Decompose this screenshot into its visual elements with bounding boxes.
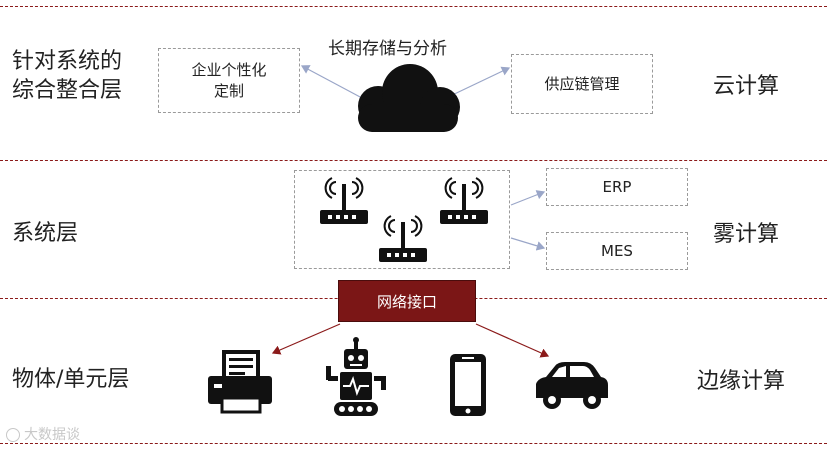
layer-label-object: 物体/单元层	[12, 367, 130, 392]
compute-label-cloud: 云计算	[713, 74, 780, 99]
router-icon	[440, 177, 488, 224]
compute-label-fog: 雾计算	[713, 222, 780, 247]
top-divider	[0, 6, 827, 7]
cloud-title: 长期存储与分析	[328, 39, 447, 59]
watermark: 大数据谈	[6, 424, 80, 444]
mes-box-label: MES	[601, 241, 633, 260]
arrow-gateway-to-mes	[510, 237, 546, 251]
arrow-interface-to-car	[475, 323, 550, 358]
custom-box-label: 企业个性化 定制	[191, 61, 267, 100]
network-interface-box: 网络接口	[338, 280, 476, 322]
erp-box-label: ERP	[602, 177, 632, 196]
cloud-icon	[358, 64, 460, 132]
mes-box: MES	[546, 232, 688, 270]
layer-label-system: 系统层	[12, 221, 79, 246]
compute-label-edge: 边缘计算	[697, 369, 786, 394]
bottom-divider	[0, 443, 827, 444]
cloud-fog-divider	[0, 160, 827, 161]
arrow-cloud-to-supply	[445, 66, 511, 99]
custom-box: 企业个性化 定制	[158, 48, 300, 113]
supply-chain-box: 供应链管理	[511, 54, 653, 114]
watermark-logo-icon	[6, 428, 20, 442]
smartphone-icon	[450, 354, 486, 416]
layer-label-cloud: 针对系统的 综合整合层	[12, 49, 123, 103]
supply-chain-box-label: 供应链管理	[544, 74, 620, 93]
watermark-text: 大数据谈	[24, 427, 80, 443]
arrow-interface-to-printer	[271, 323, 341, 355]
arrow-cloud-to-custom	[300, 65, 363, 99]
car-icon	[536, 362, 608, 409]
network-interface-label: 网络接口	[376, 292, 437, 311]
robot-icon	[326, 337, 386, 416]
arrow-gateway-to-erp	[510, 190, 546, 206]
erp-box: ERP	[546, 168, 688, 206]
router-icon	[320, 177, 368, 224]
printer-icon	[208, 350, 272, 414]
router-icon	[379, 215, 427, 262]
